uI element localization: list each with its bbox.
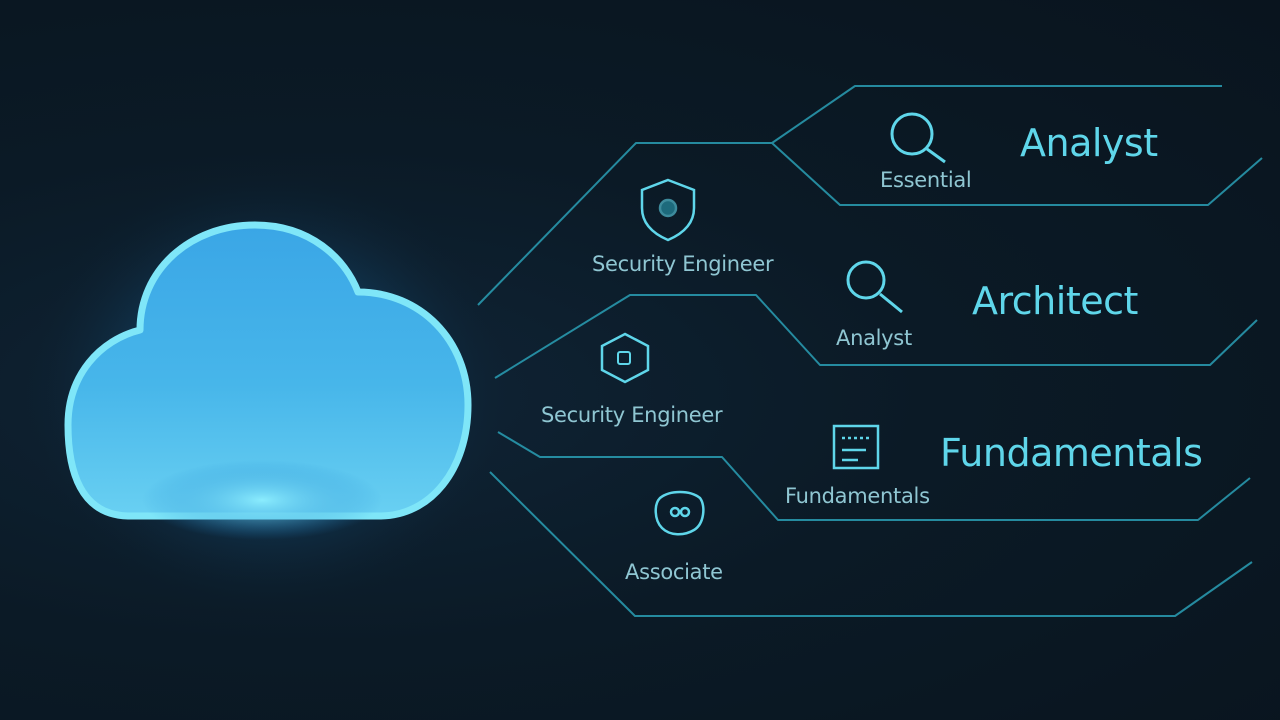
node-label-associate: Associate <box>625 560 723 584</box>
role-label-analyst: Analyst <box>1020 121 1158 165</box>
node-label-fundamentals: Fundamentals <box>785 484 930 508</box>
connector-lines <box>477 85 1263 617</box>
node-label-security-engineer-top: Security Engineer <box>592 252 774 276</box>
magnifier-icon-2 <box>846 260 903 314</box>
node-label-security-engineer-middle: Security Engineer <box>541 403 723 427</box>
hexagon-badge-icon <box>600 332 650 384</box>
cloud-icon <box>64 221 472 540</box>
node-label-essential: Essential <box>880 168 972 192</box>
shield-icon <box>640 178 696 242</box>
certificate-seal-icon <box>654 490 705 536</box>
magnifier-icon <box>890 112 946 164</box>
role-label-architect: Architect <box>972 279 1138 323</box>
role-label-fundamentals: Fundamentals <box>940 431 1203 475</box>
node-label-analyst: Analyst <box>836 326 912 350</box>
chart-board-icon <box>832 424 880 470</box>
